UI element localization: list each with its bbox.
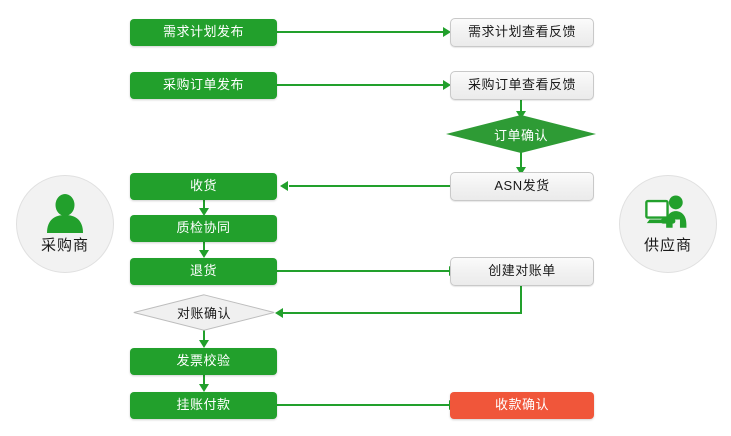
node-goods-receipt[interactable]: 收货	[130, 173, 277, 200]
edge-n10-n11-arrow	[275, 308, 283, 318]
edge-n11-n12-line	[203, 330, 205, 343]
actor-supplier[interactable]: 供应商	[619, 175, 717, 273]
node-payment-receipt-confirm[interactable]: 收款确认	[450, 392, 594, 419]
node-asn-shipment[interactable]: ASN发货	[450, 172, 594, 201]
node-account-payment[interactable]: 挂账付款	[130, 392, 277, 419]
node-demand-plan-view-feedback[interactable]: 需求计划查看反馈	[450, 18, 594, 47]
edge-n6-n7-line	[289, 185, 450, 187]
actor-supplier-label: 供应商	[643, 237, 692, 254]
node-purchase-order-publish[interactable]: 采购订单发布	[130, 72, 277, 99]
edge-n6-n7-arrow	[280, 181, 288, 191]
actor-buyer[interactable]: 采购商	[16, 175, 114, 273]
edge-n3-n4-arrow	[443, 80, 451, 90]
node-quality-inspection-collaboration[interactable]: 质检协同	[130, 215, 277, 242]
person-at-computer-icon	[645, 193, 691, 233]
edge-n5-n6-line	[520, 152, 522, 169]
node-create-statement[interactable]: 创建对账单	[450, 257, 594, 286]
edge-n3-n4-line	[277, 84, 443, 86]
edge-n10-n11-vline	[520, 285, 522, 314]
diamond-shape-grey	[133, 294, 275, 331]
edge-n1-n2-arrow	[443, 27, 451, 37]
edge-n4-n5-line	[520, 99, 522, 113]
node-order-confirm[interactable]: 订单确认	[446, 115, 596, 153]
edge-n13-n14-line	[277, 404, 449, 406]
edge-n7-n8-arrow	[199, 208, 209, 216]
edge-n12-n13-arrow	[199, 384, 209, 392]
edge-n10-n11-hline	[283, 312, 522, 314]
edge-n1-n2-line	[277, 31, 443, 33]
edge-n9-n10-line	[277, 270, 449, 272]
person-icon	[42, 193, 88, 233]
node-purchase-order-view-feedback[interactable]: 采购订单查看反馈	[450, 71, 594, 100]
edge-n12-n13-line	[203, 375, 205, 387]
edge-n7-n8-line	[203, 200, 205, 211]
node-demand-plan-publish[interactable]: 需求计划发布	[130, 19, 277, 46]
edge-n8-n9-arrow	[199, 250, 209, 258]
edge-n11-n12-arrow	[199, 340, 209, 348]
actor-buyer-label: 采购商	[40, 237, 89, 254]
edge-n8-n9-line	[203, 242, 205, 253]
edge-n5-n6-arrow	[516, 167, 526, 175]
node-order-confirm-label: 订单确认	[493, 127, 548, 143]
node-return-goods[interactable]: 退货	[130, 258, 277, 285]
diamond-shape-green	[446, 115, 596, 153]
node-invoice-verification[interactable]: 发票校验	[130, 348, 277, 375]
node-reconciliation-confirm-label: 对账确认	[176, 306, 231, 321]
node-reconciliation-confirm[interactable]: 对账确认	[133, 294, 275, 331]
